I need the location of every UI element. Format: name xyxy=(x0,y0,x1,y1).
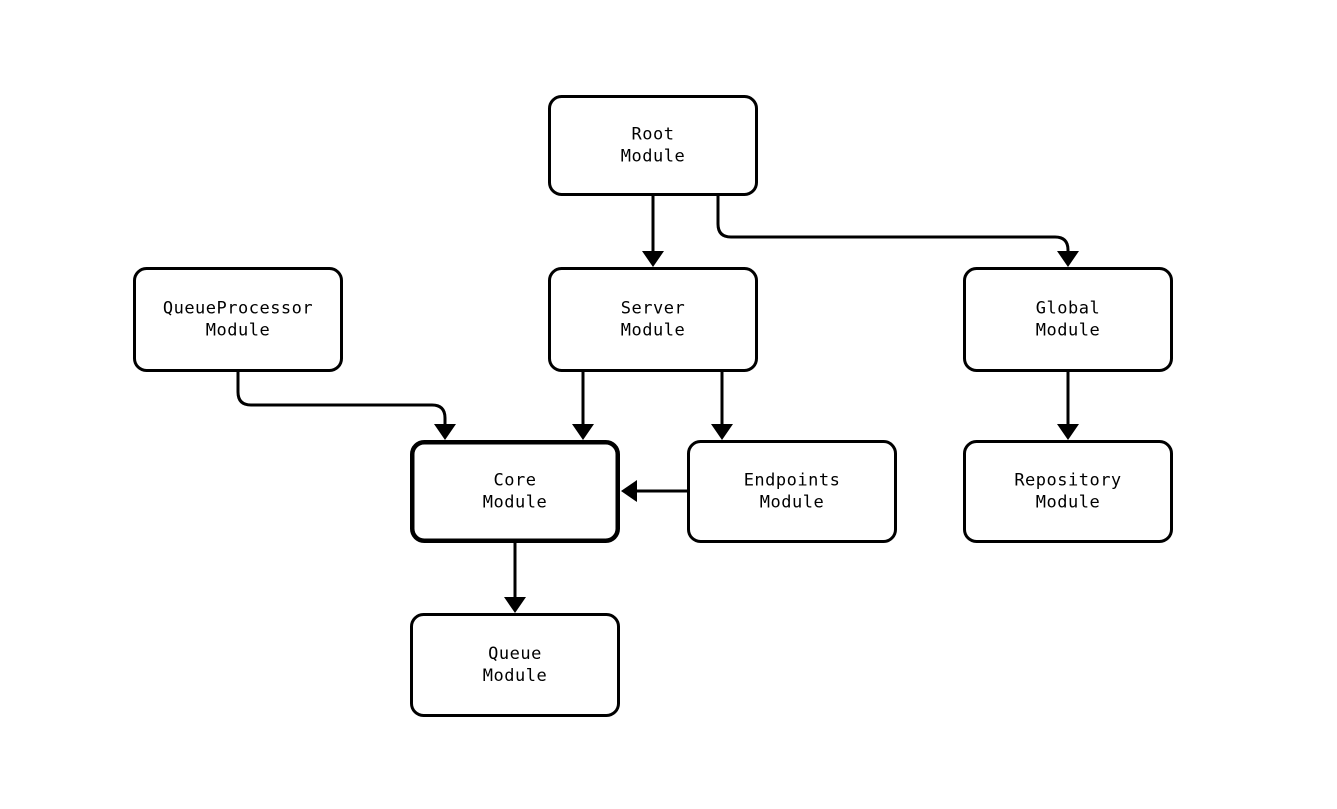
node-label-line2: Module xyxy=(1036,493,1100,513)
edge-root-to-global xyxy=(716,196,1079,267)
arrowhead-icon xyxy=(621,480,637,502)
node-label-line1: Root xyxy=(632,125,675,145)
node-label-line1: Queue xyxy=(488,644,542,664)
node-box[interactable] xyxy=(410,440,620,543)
node-label-line1: Core xyxy=(494,471,537,491)
node-box[interactable] xyxy=(963,267,1173,372)
edge-line xyxy=(716,196,1070,252)
node-label-line1: QueueProcessor xyxy=(163,299,313,319)
edge-line xyxy=(236,372,447,425)
node-label-line2: Module xyxy=(760,493,824,513)
edge-core-to-queue xyxy=(504,543,526,613)
edge-layer xyxy=(236,196,1079,613)
edge-server-to-core xyxy=(572,372,594,440)
node-label-line1: Repository xyxy=(1014,471,1121,491)
node-label-line2: Module xyxy=(1036,321,1100,341)
node-label-line2: Module xyxy=(621,147,685,167)
edge-endpoints-to-core xyxy=(621,480,687,502)
node-box[interactable] xyxy=(548,267,758,372)
node-label-line2: Module xyxy=(621,321,685,341)
node-box[interactable] xyxy=(687,440,897,543)
edge-root-to-server xyxy=(642,196,664,267)
node-label-line2: Module xyxy=(206,321,270,341)
arrowhead-icon xyxy=(711,424,733,440)
node-label-line1: Endpoints xyxy=(744,471,841,491)
node-box[interactable] xyxy=(548,95,758,196)
edge-server-to-endpoints xyxy=(711,372,733,440)
arrowhead-icon xyxy=(1057,424,1079,440)
node-box[interactable] xyxy=(410,613,620,717)
node-box[interactable] xyxy=(133,267,343,372)
edge-queueprocessor-to-core xyxy=(236,372,456,440)
arrowhead-icon xyxy=(642,251,664,267)
node-label-line1: Server xyxy=(621,299,685,319)
arrowhead-icon xyxy=(572,424,594,440)
arrowhead-icon xyxy=(1057,251,1079,267)
node-box[interactable] xyxy=(963,440,1173,543)
arrowhead-icon xyxy=(434,424,456,440)
node-label-line2: Module xyxy=(483,493,547,513)
node-label-line1: Global xyxy=(1036,299,1100,319)
arrowhead-icon xyxy=(504,597,526,613)
edge-global-to-repository xyxy=(1057,372,1079,440)
node-label-line2: Module xyxy=(483,666,547,686)
node-layer: RootModuleQueueProcessorModuleServerModu… xyxy=(133,95,1173,717)
